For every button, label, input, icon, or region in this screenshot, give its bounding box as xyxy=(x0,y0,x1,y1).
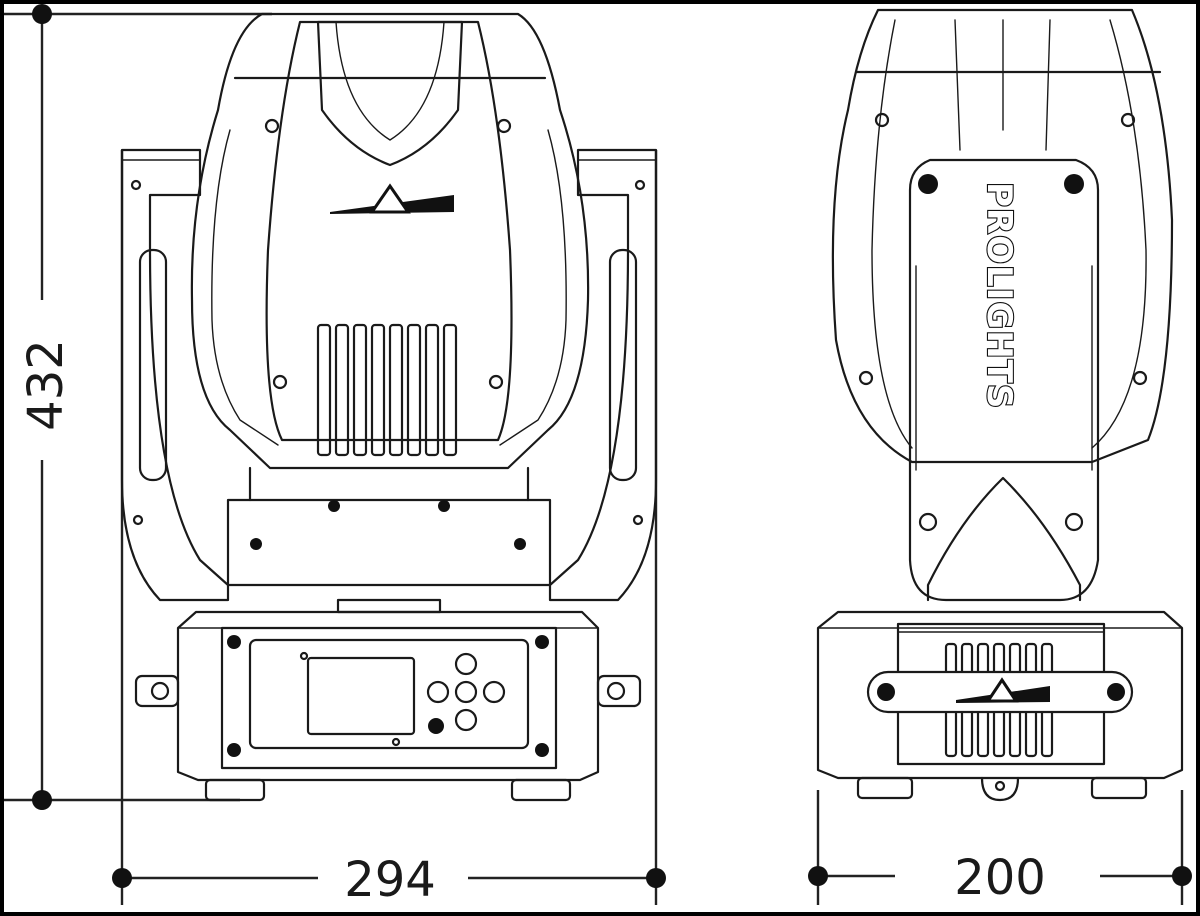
front-left-yoke-arm xyxy=(120,148,230,602)
side-bottom-knob xyxy=(980,776,1020,802)
front-left-foot xyxy=(204,778,266,802)
height-dimension-label: 432 xyxy=(18,339,74,431)
front-base xyxy=(176,610,600,782)
drawing-sheet xyxy=(4,4,1196,912)
side-head-shell xyxy=(831,8,1174,464)
side-width-dimension-label: 200 xyxy=(954,850,1046,906)
side-right-foot xyxy=(1090,776,1148,800)
side-logo-mark xyxy=(956,677,1050,703)
front-display-screen xyxy=(306,656,416,736)
brand-label: PROLIGHTS xyxy=(979,182,1019,409)
side-width-dimension: 200 xyxy=(808,790,1192,906)
front-head-inner xyxy=(265,20,513,442)
front-left-handle xyxy=(138,248,168,482)
front-right-handle xyxy=(608,248,638,482)
front-view xyxy=(120,12,658,802)
side-base xyxy=(816,610,1184,780)
front-control-panel xyxy=(248,638,530,750)
front-right-foot xyxy=(510,778,572,802)
front-right-yoke-arm xyxy=(548,148,658,602)
side-yoke-arm xyxy=(908,158,1100,602)
front-yoke-bridge xyxy=(226,498,552,587)
front-head-shell xyxy=(190,12,590,470)
front-logo-mark xyxy=(330,183,454,214)
front-head-hood xyxy=(316,20,464,167)
side-left-foot xyxy=(856,776,914,800)
side-yoke-arch xyxy=(926,476,1082,602)
front-width-dimension: 294 xyxy=(112,150,666,908)
side-view: PROLIGHTS xyxy=(816,8,1184,802)
height-dimension: 432 xyxy=(4,4,272,810)
front-width-dimension-label: 294 xyxy=(344,852,436,908)
front-vent-slats xyxy=(316,323,458,457)
front-control-buttons xyxy=(426,652,506,734)
front-base-inset xyxy=(220,626,558,770)
